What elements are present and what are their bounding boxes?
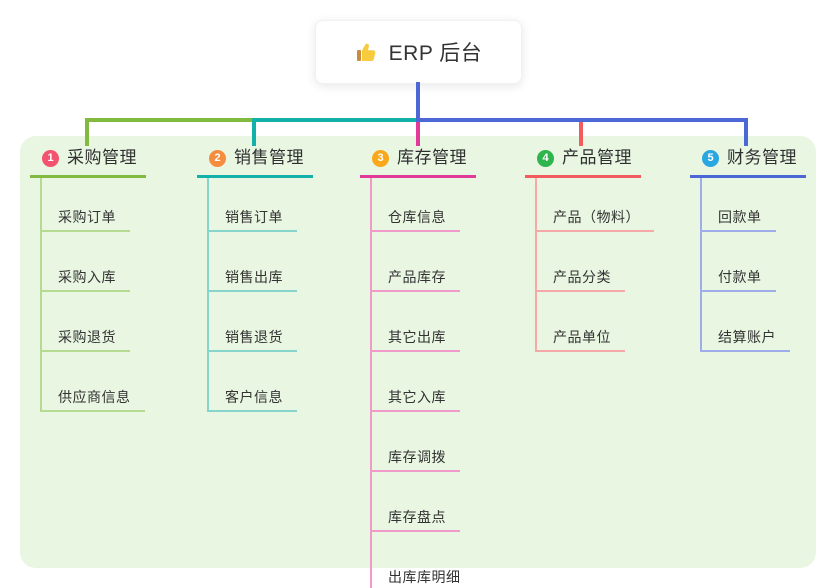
branch-4-label: 产品管理 — [562, 148, 632, 167]
branch-5-item-2[interactable]: 付款单 — [702, 232, 776, 292]
branch-3-label: 库存管理 — [397, 148, 467, 167]
branch-3-items: 仓库信息产品库存其它出库其它入库库存调拨库存盘点出库库明细 — [370, 178, 476, 588]
branch-2-item-1[interactable]: 销售订单 — [209, 178, 297, 232]
branch-3-header[interactable]: 3 库存管理 — [360, 147, 476, 178]
branch-2-item-3[interactable]: 销售退货 — [209, 292, 297, 352]
connector-drop-5 — [744, 120, 748, 146]
branch-4-item-1[interactable]: 产品（物料） — [537, 178, 654, 232]
branch-3-item-3[interactable]: 其它出库 — [372, 292, 460, 352]
connector-drop-1 — [85, 120, 89, 146]
branch-4-item-2[interactable]: 产品分类 — [537, 232, 625, 292]
branch-4-header[interactable]: 4 产品管理 — [525, 147, 641, 178]
connector-drop-3 — [416, 120, 420, 146]
branch-3-item-5[interactable]: 库存调拨 — [372, 412, 460, 472]
connector-bus-3 — [416, 118, 748, 122]
connector-bus-2 — [252, 118, 420, 122]
branch-5-items: 回款单付款单结算账户 — [700, 178, 806, 352]
branch-4-item-3[interactable]: 产品单位 — [537, 292, 625, 352]
branch-2-item-2[interactable]: 销售出库 — [209, 232, 297, 292]
branch-1-item-4[interactable]: 供应商信息 — [42, 352, 145, 412]
branch-2-label: 销售管理 — [234, 148, 304, 167]
branch-1-label: 采购管理 — [67, 148, 137, 167]
branch-1-number-badge: 1 — [42, 149, 59, 167]
branch-3-item-1[interactable]: 仓库信息 — [372, 178, 460, 232]
branch-2-header[interactable]: 2 销售管理 — [197, 147, 313, 178]
branch-3: 3 库存管理仓库信息产品库存其它出库其它入库库存调拨库存盘点出库库明细 — [360, 147, 476, 588]
branch-5-number-badge: 5 — [702, 149, 719, 167]
branch-3-item-2[interactable]: 产品库存 — [372, 232, 460, 292]
branch-2-items: 销售订单销售出库销售退货客户信息 — [207, 178, 313, 412]
connector-bus-1 — [85, 118, 252, 122]
branch-1-item-1[interactable]: 采购订单 — [42, 178, 130, 232]
branch-1: 1 采购管理采购订单采购入库采购退货供应商信息 — [30, 147, 146, 412]
connector-drop-4 — [579, 120, 583, 146]
branch-3-number-badge: 3 — [372, 149, 389, 167]
branch-1-header[interactable]: 1 采购管理 — [30, 147, 146, 178]
root-label: ERP 后台 — [388, 42, 483, 65]
branch-1-item-2[interactable]: 采购入库 — [42, 232, 130, 292]
branch-1-items: 采购订单采购入库采购退货供应商信息 — [40, 178, 146, 412]
branch-4: 4 产品管理产品（物料）产品分类产品单位 — [525, 147, 654, 352]
branch-5-item-3[interactable]: 结算账户 — [702, 292, 790, 352]
branch-5-header[interactable]: 5 财务管理 — [690, 147, 806, 178]
branch-5: 5 财务管理回款单付款单结算账户 — [690, 147, 806, 352]
branch-5-item-1[interactable]: 回款单 — [702, 178, 776, 232]
branch-4-items: 产品（物料）产品分类产品单位 — [535, 178, 654, 352]
thumbs-up-icon — [355, 40, 379, 64]
branch-1-item-3[interactable]: 采购退货 — [42, 292, 130, 352]
branch-2: 2 销售管理销售订单销售出库销售退货客户信息 — [197, 147, 313, 412]
branch-3-item-6[interactable]: 库存盘点 — [372, 472, 460, 532]
branch-3-item-7[interactable]: 出库库明细 — [372, 532, 475, 588]
branch-4-number-badge: 4 — [537, 149, 554, 167]
connector-trunk — [416, 82, 420, 122]
root-node[interactable]: ERP 后台 — [315, 20, 522, 84]
branches-panel — [20, 136, 816, 568]
branch-2-number-badge: 2 — [209, 149, 226, 167]
branch-5-label: 财务管理 — [727, 148, 797, 167]
branch-3-item-4[interactable]: 其它入库 — [372, 352, 460, 412]
connector-drop-2 — [252, 120, 256, 146]
branch-2-item-4[interactable]: 客户信息 — [209, 352, 297, 412]
